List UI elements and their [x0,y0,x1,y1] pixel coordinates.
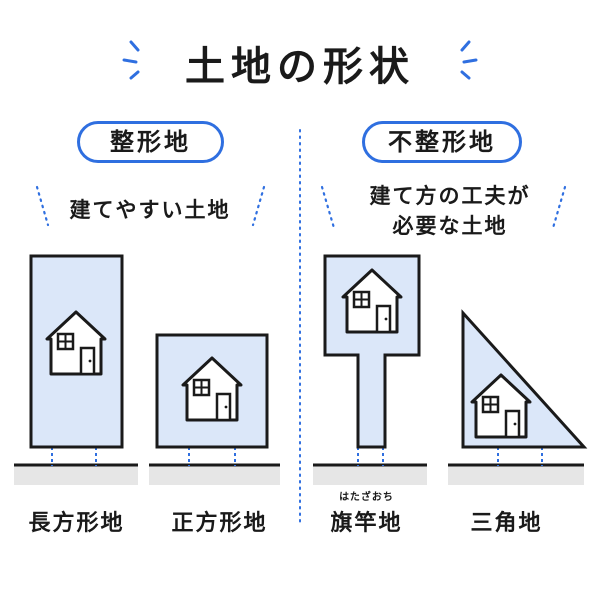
lot-rectangle [29,254,124,449]
ground-left-2 [149,465,280,485]
ground-right [313,465,427,485]
access-markers [51,447,543,466]
caption-left-dots-icon [35,185,266,227]
title-sparkle-left-icon [122,40,140,80]
label-flagpole-ruby: はたざおち [339,492,394,503]
category-heading-irregular: 不整形地 [362,121,522,163]
caption-right-dots-icon [320,185,567,230]
ground-right-2 [448,465,584,485]
lot-flagpole [323,254,421,449]
label-flagpole-lot: 旗竿地 [330,511,403,536]
caption-irregular-line1: 建て方の工夫が [369,184,531,208]
ground-left [14,465,138,485]
label-triangle-lot: 三角地 [470,511,543,536]
caption-regular: 建てやすい土地 [69,198,231,222]
title-sparkle-right-icon [460,40,478,80]
caption-irregular-line2: 必要な土地 [392,214,508,238]
label-rectangle-lot: 長方形地 [28,511,125,536]
lot-triangle [461,309,588,449]
lot-square [155,333,269,449]
category-heading-regular: 整形地 [77,121,224,163]
label-square-lot: 正方形地 [171,511,268,536]
page-title: 土地の形状 [185,44,415,90]
